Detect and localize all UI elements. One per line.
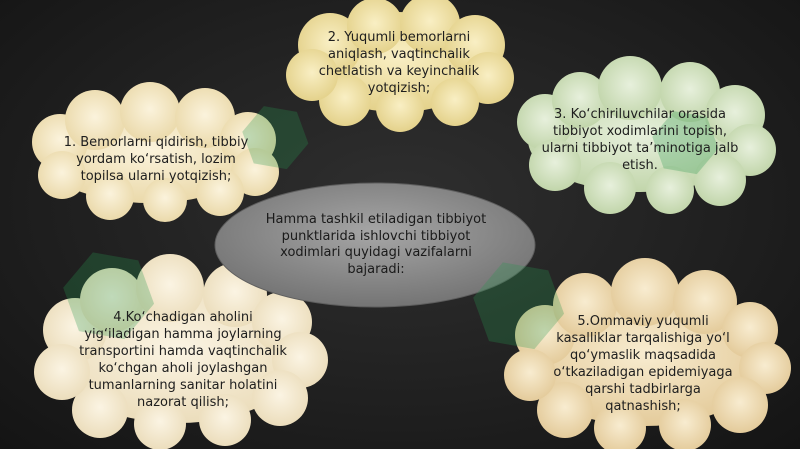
cloud-3 — [517, 56, 776, 214]
cloud-4-text: 4.Ko‘chadigan aholini yig‘iladigan hamma… — [78, 296, 288, 424]
cloud-4 — [34, 254, 328, 449]
cloud-5 — [504, 258, 791, 449]
center-label: Hamma tashkil etiladigan tibbiyot punktl… — [265, 212, 487, 277]
cloud-3-text: 3. Ko‘chiriluvchilar orasida tibbiyot xo… — [540, 90, 740, 190]
center-text: Hamma tashkil etiladigan tibbiyot punktl… — [262, 204, 490, 286]
cloud-5-text: 5.Ommaviy yuqumli kasalliklar tarqalishi… — [548, 300, 738, 428]
cloud-4-label: 4.Ko‘chadigan aholini yig‘iladigan hamma… — [79, 310, 287, 410]
center-oval — [214, 182, 536, 308]
cloud-1-text: 1. Bemorlarni qidirish, tibbiy yordam ko… — [56, 118, 256, 200]
cloud-2-label: 2. Yuqumli bemorlarni aniqlash, vaqtinch… — [318, 30, 480, 96]
cloud-2-text: 2. Yuqumli bemorlarni aniqlash, vaqtinch… — [304, 20, 494, 106]
cloud-1-label: 1. Bemorlarni qidirish, tibbiy yordam ko… — [63, 134, 249, 184]
cloud-2 — [286, 0, 514, 132]
cloud-1 — [32, 82, 279, 222]
cloud-5-label: 5.Ommaviy yuqumli kasalliklar tarqalishi… — [553, 314, 733, 414]
cloud-3-label: 3. Ko‘chiriluvchilar orasida tibbiyot xo… — [541, 107, 739, 173]
